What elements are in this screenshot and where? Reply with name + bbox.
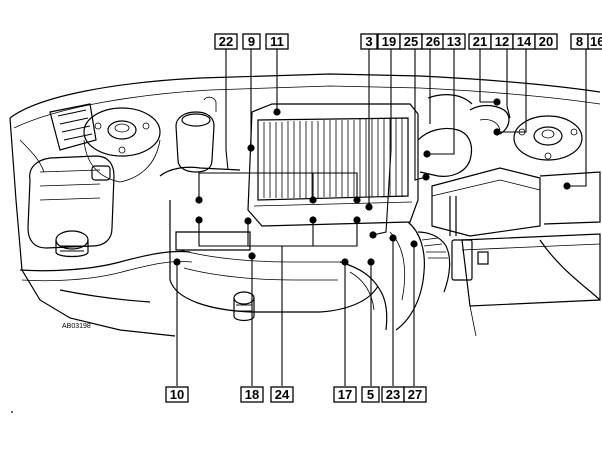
- callout-22-label: 22: [219, 34, 233, 49]
- callout-21-label: 21: [473, 34, 487, 49]
- callout-20: 20: [534, 33, 558, 50]
- callout-5: 5: [361, 386, 380, 403]
- callout-25-label: 25: [404, 34, 418, 49]
- callout-25: 25: [399, 33, 423, 50]
- callout-27-label: 27: [408, 387, 422, 402]
- callout-dots: [173, 98, 571, 266]
- callout-12-label: 12: [495, 34, 509, 49]
- edge-mark: [11, 411, 13, 413]
- leader-lines: [176, 48, 587, 386]
- callout-22: 22: [214, 33, 238, 50]
- callout-14-label: 14: [517, 34, 532, 49]
- bracket-lines: [198, 172, 358, 386]
- callout-13-label: 13: [447, 34, 461, 49]
- callout-19-label: 19: [382, 34, 396, 49]
- callout-24-label: 24: [275, 387, 290, 402]
- callout-20-label: 20: [539, 34, 553, 49]
- callout-23-label: 23: [386, 387, 400, 402]
- callout-24: 24: [270, 386, 294, 403]
- callout-17: 17: [333, 386, 357, 403]
- figure-code: AB03198: [62, 323, 91, 330]
- callout-10-label: 10: [170, 387, 184, 402]
- callout-21: 21: [468, 33, 492, 50]
- callout-23: 23: [381, 386, 405, 403]
- callout-26: 26: [421, 33, 445, 50]
- callout-10: 10: [165, 386, 189, 403]
- air-filter-pleats: [263, 118, 403, 198]
- callout-8: 8: [570, 33, 589, 50]
- callout-17-label: 17: [338, 387, 352, 402]
- callout-13: 13: [442, 33, 466, 50]
- callout-27: 27: [403, 386, 427, 403]
- callout-14: 14: [512, 33, 536, 50]
- callout-9-label: 9: [248, 34, 255, 49]
- callout-5-label: 5: [367, 387, 374, 402]
- callout-12: 12: [490, 33, 514, 50]
- callout-8-label: 8: [576, 34, 583, 49]
- callout-19: 19: [377, 33, 401, 50]
- callout-18-label: 18: [245, 387, 259, 402]
- engine-bay-illustration: [9, 73, 601, 337]
- callout-11: 11: [265, 33, 289, 50]
- callout-18: 18: [240, 386, 264, 403]
- callout-11-label: 11: [270, 34, 284, 49]
- callout-16: 16: [587, 33, 602, 50]
- callout-3-label: 3: [365, 34, 372, 49]
- callout-16-label: 16: [590, 34, 602, 49]
- callout-26-label: 26: [426, 34, 440, 49]
- callout-3: 3: [360, 33, 378, 50]
- callout-9: 9: [242, 33, 261, 50]
